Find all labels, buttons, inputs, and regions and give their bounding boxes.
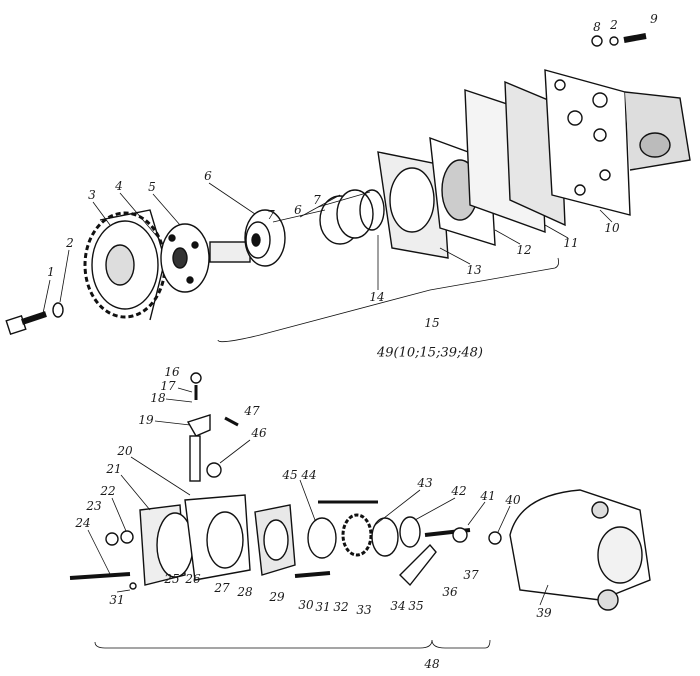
group-label-15: 15 — [424, 316, 440, 330]
callout-11: 11 — [563, 236, 579, 250]
spur-gear-part — [341, 513, 373, 557]
end-cover-part — [139, 494, 251, 586]
plug-part — [206, 462, 222, 478]
shaft-part — [209, 241, 251, 263]
callout-19: 19 — [138, 413, 154, 427]
leader-lines — [41, 182, 613, 649]
assembly-caption: 49(10;15;39;48) — [377, 345, 483, 361]
callout-44: 44 — [301, 468, 317, 482]
callout-4: 4 — [115, 179, 123, 193]
callout-10: 10 — [604, 221, 620, 235]
governor-lever-part — [399, 527, 471, 587]
callout-18: 18 — [150, 391, 166, 405]
leader-lines-lower — [87, 387, 549, 606]
callout-17: 17 — [160, 379, 176, 393]
stud-part — [294, 571, 331, 578]
washer-part — [52, 302, 64, 318]
nut-part — [105, 532, 119, 546]
washer-part — [120, 530, 134, 544]
callout-41: 41 — [480, 489, 496, 503]
bearing-part — [371, 517, 399, 557]
governor-housing-part — [509, 489, 651, 611]
screw-part — [623, 33, 647, 43]
callout-47: 47 — [244, 404, 260, 418]
pump-body-part — [544, 69, 691, 216]
callout-1: 1 — [47, 265, 55, 279]
pin-part — [224, 416, 239, 427]
callout-14: 14 — [369, 290, 385, 304]
callout-2b: 2 — [66, 236, 74, 250]
ring-part — [399, 516, 421, 548]
bearing-part — [307, 517, 337, 559]
callout-28: 28 — [237, 585, 253, 599]
snap-ring-part — [359, 189, 385, 231]
callout-16: 16 — [164, 365, 180, 379]
helical-gear-part — [83, 209, 167, 321]
washer-part — [609, 36, 619, 46]
ball-bearing-part — [244, 209, 286, 267]
callout-8: 8 — [593, 20, 601, 34]
callout-33: 33 — [356, 603, 372, 617]
callout-43: 43 — [417, 476, 433, 490]
callout-42: 42 — [451, 484, 467, 498]
bearing-part — [336, 189, 374, 239]
callout-40: 40 — [505, 493, 521, 507]
callout-5: 5 — [148, 180, 156, 194]
callout-29: 29 — [269, 590, 285, 604]
callout-39: 39 — [536, 606, 552, 620]
callout-34: 34 — [390, 599, 406, 613]
drive-flange-part — [160, 223, 210, 293]
callout-23: 23 — [86, 499, 102, 513]
valve-stem-part — [186, 372, 211, 482]
callout-31b: 31 — [109, 593, 125, 607]
callout-31: 31 — [315, 600, 331, 614]
bolt-part — [5, 311, 47, 336]
callout-12: 12 — [516, 243, 532, 257]
callout-46: 46 — [251, 426, 267, 440]
long-bolt-part — [69, 572, 131, 580]
washer-part — [591, 35, 603, 47]
callout-13: 13 — [466, 263, 482, 277]
callout-2: 2 — [610, 18, 618, 32]
gasket-opening — [389, 167, 435, 233]
callout-45: 45 — [282, 468, 298, 482]
callout-7: 7 — [267, 208, 275, 222]
callout-3: 3 — [88, 188, 96, 202]
callout-30: 30 — [298, 598, 314, 612]
callout-27: 27 — [214, 581, 230, 595]
callout-6b: 6 — [204, 169, 212, 183]
callout-24: 24 — [75, 516, 91, 530]
callout-7b: 7 — [313, 193, 321, 207]
callout-6: 6 — [294, 203, 302, 217]
callout-35: 35 — [408, 599, 424, 613]
nut-part — [129, 582, 137, 590]
callout-9: 9 — [650, 12, 658, 26]
callout-26: 26 — [185, 572, 201, 586]
callout-25: 25 — [164, 572, 180, 586]
callout-22: 22 — [100, 484, 116, 498]
group-label-48: 48 — [424, 657, 440, 671]
callout-32: 32 — [333, 600, 349, 614]
callout-20: 20 — [117, 444, 133, 458]
callout-21: 21 — [106, 462, 122, 476]
callout-37: 37 — [463, 568, 479, 582]
coupling-part — [488, 531, 502, 545]
callout-36: 36 — [442, 585, 458, 599]
